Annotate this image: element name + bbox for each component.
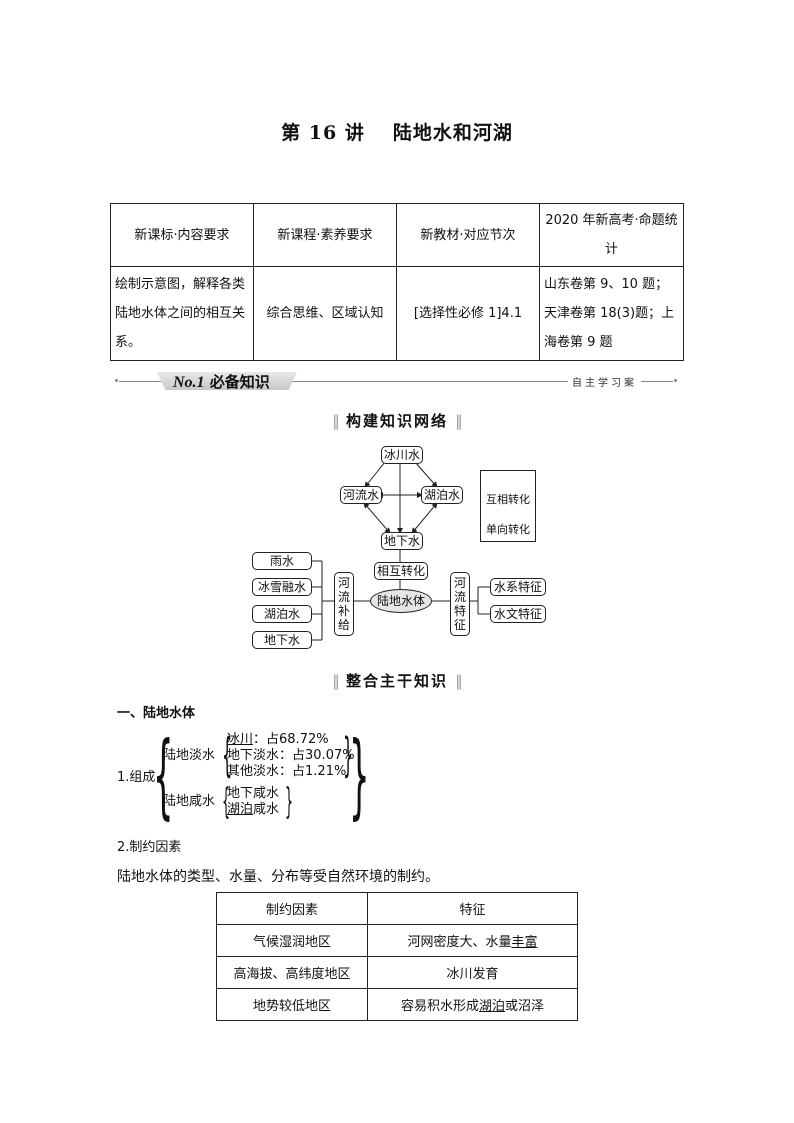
- section-tab-label: No.1 必备知识: [173, 373, 270, 391]
- table-cell: 绘制示意图，解释各类陆地水体之间的相互关系。: [110, 266, 254, 361]
- bar-dot: [674, 379, 677, 382]
- node-lake-water: 湖泊水: [421, 486, 463, 504]
- constraints-paragraph: 陆地水体的类型、水量、分布等受自然环境的制约。: [117, 869, 439, 885]
- node-river-features: 河流特征: [450, 572, 470, 636]
- feature-cell: 冰川发育: [367, 956, 578, 989]
- section-heading-land-water: 一、陆地水体: [117, 706, 196, 721]
- header-cell: 特征: [367, 892, 578, 925]
- lecture-number: 第 16 讲: [281, 122, 365, 144]
- left-item-snowmelt: 冰雪融水: [252, 578, 312, 596]
- subhead-network: ‖ 构建知识网络 ‖: [332, 412, 462, 430]
- fresh-water-label: 陆地淡水: [163, 748, 216, 763]
- requirements-table: 新课标·内容要求 新课程·素养要求 新教材·对应节次 2020 年新高考·命题统…: [110, 203, 684, 361]
- legend-one-way: 单向转化: [486, 523, 530, 536]
- outer-brace-left: {: [153, 722, 174, 829]
- node-ground-water: 地下水: [381, 532, 423, 550]
- bar-dot: [115, 379, 118, 382]
- node-glacier-water: 冰川水: [381, 446, 423, 464]
- factor-cell: 气候湿润地区: [216, 924, 368, 957]
- page-title: 第 16 讲 陆地水和河湖: [0, 118, 794, 145]
- node-mutual-conversion: 相互转化: [374, 562, 428, 580]
- legend-two-way: 互相转化: [486, 493, 530, 506]
- fresh-item: 冰川：占68.72%: [227, 732, 329, 747]
- header-cell: 新课程·素养要求: [253, 203, 397, 267]
- table-row: 地势较低地区 容易积水形成湖泊或沼泽: [216, 988, 578, 1021]
- table-header-row: 制约因素 特征: [216, 892, 578, 925]
- table-row: 绘制示意图，解释各类陆地水体之间的相互关系。 综合思维、区域认知 [选择性必修 …: [110, 266, 684, 361]
- left-item-lake: 湖泊水: [252, 605, 312, 623]
- constraints-table: 制约因素 特征 气候湿润地区 河网密度大、水量丰富 高海拔、高纬度地区 冰川发育…: [216, 892, 578, 1021]
- salt-brace-right: }: [285, 781, 294, 822]
- table-cell: [选择性必修 1]4.1: [396, 266, 540, 361]
- section-heading-constraints: 2.制约因素: [117, 840, 182, 855]
- table-row: 气候湿润地区 河网密度大、水量丰富: [216, 924, 578, 957]
- outer-brace-right: }: [349, 722, 370, 829]
- fresh-item: 地下淡水：占30.07%: [227, 748, 355, 763]
- node-river-water: 河流水: [340, 486, 382, 504]
- header-cell: 新教材·对应节次: [396, 203, 540, 267]
- left-item-ground: 地下水: [252, 631, 312, 649]
- fresh-brace-right: }: [343, 728, 354, 782]
- lecture-topic: 陆地水和河湖: [392, 122, 513, 144]
- salt-item: 湖泊咸水: [227, 802, 280, 817]
- factor-cell: 地势较低地区: [216, 988, 368, 1021]
- right-item-hydrology: 水文特征: [490, 605, 546, 623]
- fresh-item: 其他淡水：占1.21%: [227, 764, 347, 779]
- salt-water-label: 陆地咸水: [163, 794, 216, 809]
- factor-cell: 高海拔、高纬度地区: [216, 956, 368, 989]
- bar-line: [119, 381, 673, 382]
- section-tab: [157, 372, 297, 390]
- salt-brace-left: {: [222, 781, 231, 822]
- salt-item: 地下咸水: [227, 786, 280, 801]
- header-cell: 2020 年新高考·命题统计: [539, 203, 684, 267]
- subhead-integrate: ‖ 整合主干知识 ‖: [332, 672, 462, 690]
- right-item-drainage: 水系特征: [490, 578, 546, 596]
- table-header-row: 新课标·内容要求 新课程·素养要求 新教材·对应节次 2020 年新高考·命题统…: [110, 203, 684, 267]
- composition-label: 1.组成: [117, 770, 156, 785]
- table-row: 高海拔、高纬度地区 冰川发育: [216, 956, 578, 989]
- section-bar: No.1 必备知识 自主学习案: [115, 372, 677, 391]
- feature-cell: 容易积水形成湖泊或沼泽: [367, 988, 578, 1021]
- composition-structure: 1.组成 { } 陆地淡水 { } 冰川：占68.72% 地下淡水：占30.07…: [117, 722, 377, 829]
- header-cell: 制约因素: [216, 892, 368, 925]
- header-cell: 新课标·内容要求: [110, 203, 254, 267]
- diagram-legend: 互相转化 单向转化: [480, 470, 536, 542]
- fresh-brace-left: {: [222, 728, 233, 782]
- section-right-label: 自主学习案: [568, 374, 641, 389]
- left-item-rain: 雨水: [252, 552, 312, 570]
- node-river-supply: 河流补给: [334, 572, 354, 636]
- knowledge-network-diagram: 冰川水 河流水 湖泊水 地下水 相互转化 陆地水体 河流补给 雨水 冰雪融水 湖…: [240, 440, 560, 655]
- node-land-water-body: 陆地水体: [370, 589, 432, 613]
- feature-cell: 河网密度大、水量丰富: [367, 924, 578, 957]
- table-cell: 综合思维、区域认知: [253, 266, 397, 361]
- table-cell: 山东卷第 9、10 题；天津卷第 18(3)题；上海卷第 9 题: [539, 266, 684, 361]
